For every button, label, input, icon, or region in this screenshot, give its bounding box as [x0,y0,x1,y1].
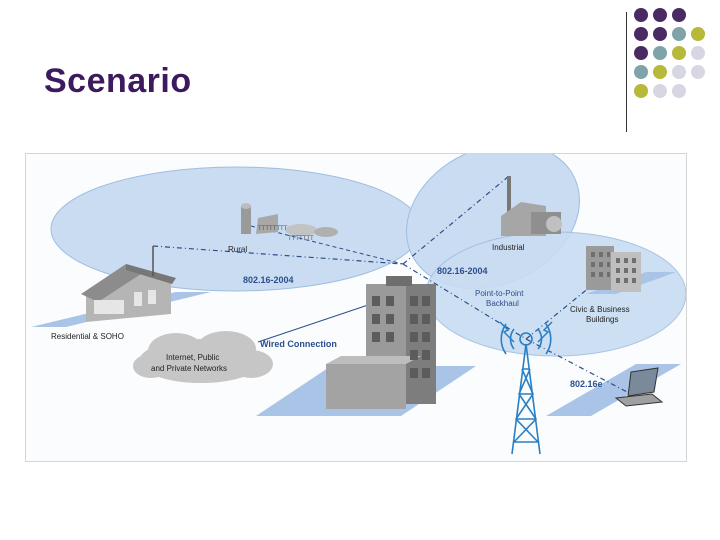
label-internet-line1: Internet, Public [166,353,219,362]
decorative-dot [672,27,686,41]
decorative-dot [634,8,648,22]
title-divider [626,12,627,132]
residential-house [81,246,176,322]
decorative-dot [634,27,648,41]
label-civic-line1: Civic & Business [570,305,630,314]
decorative-dot [691,27,705,41]
decorative-dot [672,84,686,98]
backhaul-coverage-ellipse [425,231,686,357]
decorative-dot-grid [634,8,720,120]
laptop-platform [546,364,681,416]
decorative-dot [653,27,667,41]
decorative-dot [634,84,648,98]
mobile-link [525,338,632,395]
decorative-dot [672,65,686,79]
rural-link [152,245,404,265]
wireless-scenario-diagram: TTTTTTTT TTTTTTT [25,153,687,462]
label-std-industrial: 802.16-2004 [437,266,488,276]
label-residential: Residential & SOHO [51,332,124,341]
rural-coverage-ellipse [50,166,422,292]
decorative-dot [634,46,648,60]
svg-text:TTTTTTTT: TTTTTTTT [258,226,288,232]
label-wired: Wired Connection [260,339,337,349]
label-std-rural: 802.16-2004 [243,275,294,285]
rural-industrial-link [250,225,404,265]
label-civic-line2: Buildings [586,315,618,324]
rural-farm: TTTTTTTT TTTTTTT [241,203,338,242]
label-backhaul-line2: Backhaul [486,299,519,308]
decorative-dot [672,46,686,60]
decorative-dot [634,65,648,79]
transmission-tower [500,323,552,455]
signal-bolt-right [537,321,553,343]
internet-cloud [133,331,273,383]
decorative-dot [691,46,705,60]
decorative-dot [653,84,667,98]
laptop [614,367,664,407]
slide-title: Scenario [44,62,192,100]
label-industrial: Industrial [492,243,525,252]
industrial-plant [501,176,562,236]
decorative-dot [653,46,667,60]
label-internet-line2: and Private Networks [151,364,227,373]
signal-bolt-left [499,321,515,343]
label-backhaul-line1: Point-to-Point [475,289,524,298]
civic-buildings [586,246,641,292]
decorative-dot [653,65,667,79]
office-building [326,276,436,409]
decorative-dot [672,8,686,22]
wired-connection-line [257,303,372,343]
label-std-mobile: 802.16e [570,379,603,389]
svg-text:TTTTTTT: TTTTTTT [288,236,314,242]
label-rural: Rural [228,245,247,254]
industrial-link [402,175,510,265]
decorative-dot [691,65,705,79]
decorative-dot [653,8,667,22]
